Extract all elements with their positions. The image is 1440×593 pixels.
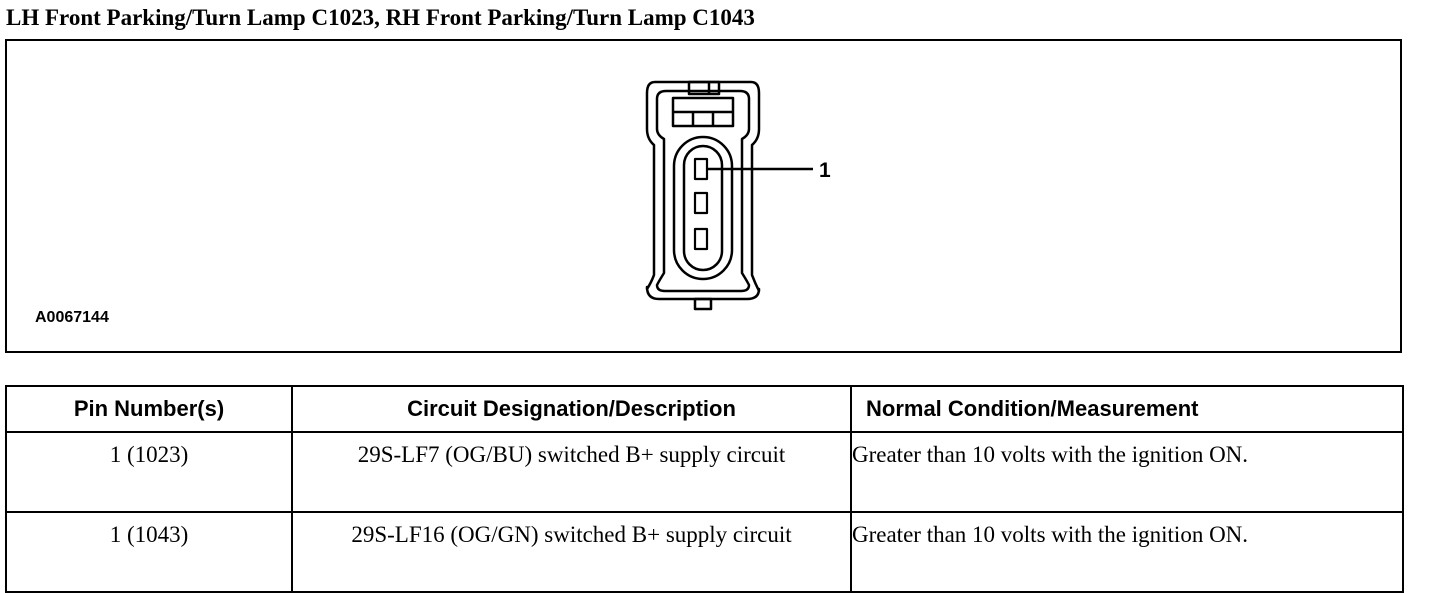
condition-cell: Greater than 10 volts with the ignition … (850, 511, 1404, 593)
connector-figure: 1 A0067144 (5, 39, 1402, 353)
pin-table: Pin Number(s) Circuit Designation/Descri… (5, 385, 1404, 593)
table-header-row: Pin Number(s) Circuit Designation/Descri… (5, 385, 1404, 433)
table-row: 1 (1043) 29S-LF16 (OG/GN) switched B+ su… (5, 511, 1404, 593)
pin-cell: 1 (1023) (5, 431, 293, 513)
figure-id: A0067144 (35, 309, 109, 326)
three-pin-connector-face-icon: 1 (645, 80, 831, 311)
circuit-cell: 29S-LF7 (OG/BU) switched B+ supply circu… (291, 431, 852, 513)
header-circuit: Circuit Designation/Description (291, 385, 852, 433)
circuit-cell: 29S-LF16 (OG/GN) switched B+ supply circ… (291, 511, 852, 593)
table-row: 1 (1023) 29S-LF7 (OG/BU) switched B+ sup… (5, 431, 1404, 513)
callout-label: 1 (819, 159, 831, 182)
pin-cell: 1 (1043) (5, 511, 293, 593)
page-title: LH Front Parking/Turn Lamp C1023, RH Fro… (6, 5, 755, 30)
condition-cell: Greater than 10 volts with the ignition … (850, 431, 1404, 513)
header-condition: Normal Condition/Measurement (850, 385, 1404, 433)
header-pin-number: Pin Number(s) (5, 385, 293, 433)
